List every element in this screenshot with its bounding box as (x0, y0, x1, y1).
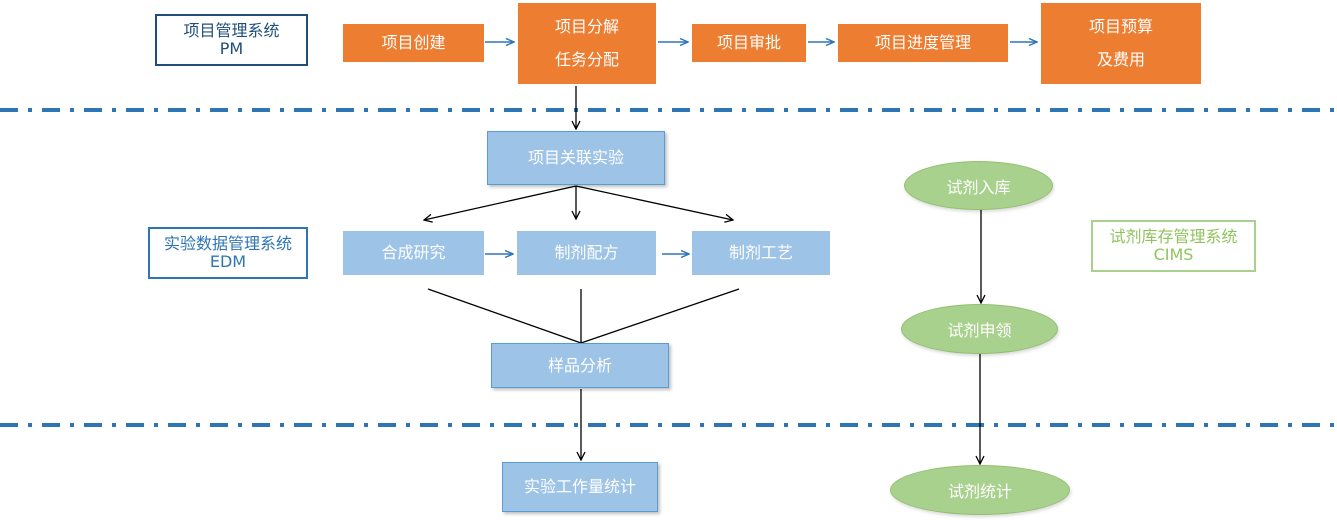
system-label-cims-name: 试剂库存管理系统 (1109, 226, 1238, 246)
node-sample-analysis: 样品分析 (491, 343, 669, 388)
system-label-pm: 项目管理系统 PM (155, 14, 308, 66)
node-reagent-requisition: 试剂申领 (901, 304, 1058, 354)
node-project-budget: 项目预算 及费用 (1041, 3, 1201, 84)
node-project-progress-label: 项目进度管理 (874, 33, 971, 52)
node-formulation-label: 制剂配方 (554, 243, 619, 262)
node-link-experiment-label: 项目关联实验 (527, 148, 624, 167)
system-label-edm-abbr: EDM (209, 252, 247, 271)
node-project-approve-label: 项目审批 (716, 33, 781, 52)
merge-line-synthesis (427, 288, 582, 344)
node-synthesis-research: 合成研究 (343, 231, 484, 275)
system-label-pm-name: 项目管理系统 (183, 20, 280, 40)
node-project-budget-line2: 及费用 (1096, 49, 1145, 69)
node-reagent-statistics-label: 试剂统计 (947, 482, 1012, 501)
node-sample-analysis-label: 样品分析 (547, 355, 612, 375)
node-project-create: 项目创建 (343, 24, 484, 62)
system-label-cims-abbr: CIMS (1153, 245, 1194, 264)
node-link-experiment: 项目关联实验 (487, 131, 665, 185)
node-project-budget-line1: 项目预算 (1088, 17, 1153, 37)
node-process: 制剂工艺 (692, 231, 830, 275)
system-label-edm: 实验数据管理系统 EDM (148, 227, 308, 279)
node-project-create-label: 项目创建 (381, 33, 446, 52)
arrow-link-to-synthesis (424, 185, 577, 220)
node-workload-statistics-label: 实验工作量统计 (523, 477, 636, 496)
node-project-approve: 项目审批 (692, 24, 806, 62)
node-formulation: 制剂配方 (517, 231, 656, 275)
system-label-cims: 试剂库存管理系统 CIMS (1091, 220, 1256, 272)
node-reagent-stock-in-label: 试剂入库 (946, 177, 1011, 197)
arrow-link-to-process (575, 185, 733, 220)
node-project-decompose: 项目分解 任务分配 (518, 3, 656, 84)
node-reagent-statistics: 试剂统计 (890, 465, 1070, 515)
node-reagent-stock-in: 试剂入库 (904, 161, 1053, 210)
node-project-decompose-line1: 项目分解 (554, 17, 619, 37)
merge-line-process (580, 288, 740, 344)
node-project-progress: 项目进度管理 (838, 24, 1008, 62)
node-project-decompose-line2: 任务分配 (554, 49, 619, 69)
system-label-edm-name: 实验数据管理系统 (163, 233, 292, 253)
node-workload-statistics: 实验工作量统计 (502, 462, 658, 512)
node-reagent-requisition-label: 试剂申领 (947, 321, 1012, 340)
node-synthesis-research-label: 合成研究 (381, 243, 446, 262)
node-process-label: 制剂工艺 (728, 243, 793, 262)
system-label-pm-abbr: PM (219, 39, 244, 58)
